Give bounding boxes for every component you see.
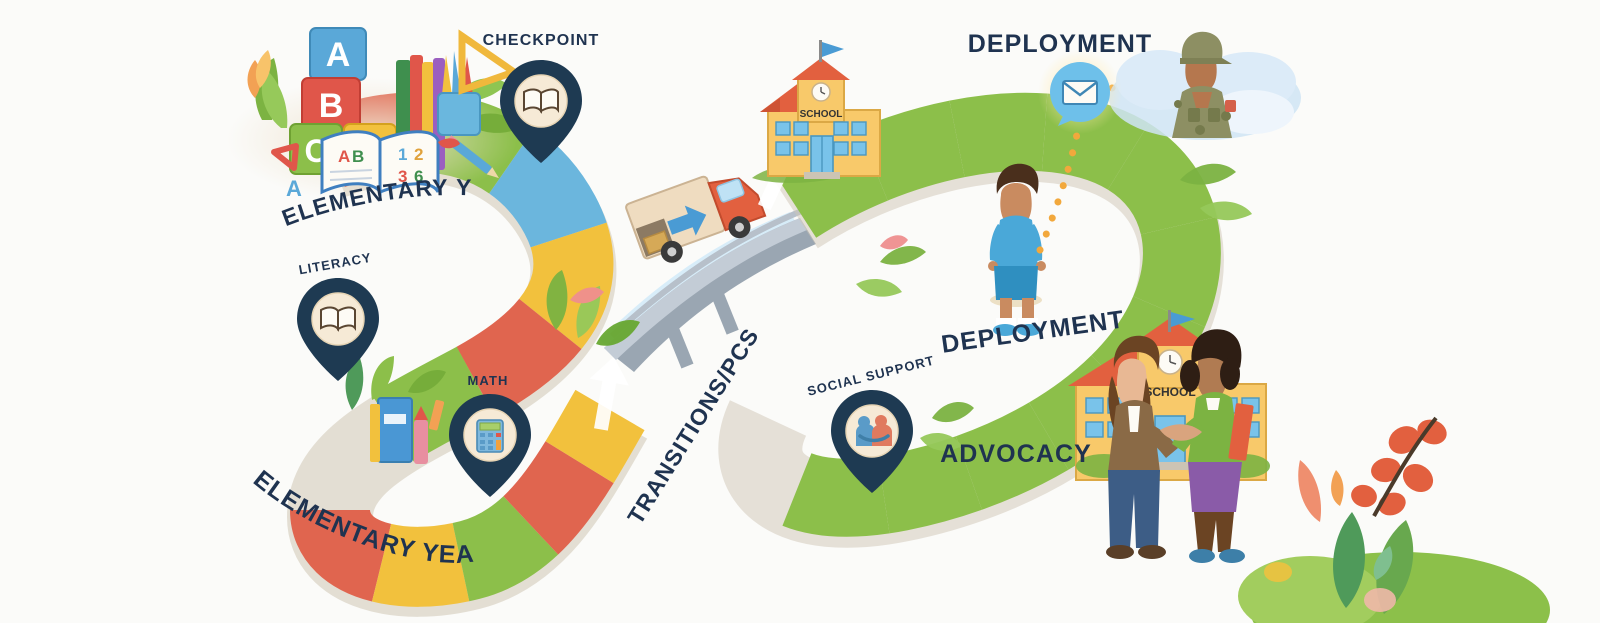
deployment-top-label: DEPLOYMENT [968, 30, 1153, 58]
open-book-ground: A B 1 2 3 6 [320, 130, 440, 198]
handshake-advocacy-scene: SCHOOL [1068, 310, 1270, 563]
pin-checkpoint[interactable]: CHECKPOINT [483, 32, 600, 163]
foliage-corner [1238, 416, 1550, 623]
school-left-text: SCHOOL [800, 109, 843, 120]
path-left-lower [287, 356, 648, 617]
open-book-icon [320, 306, 356, 332]
message-trail [1036, 68, 1204, 254]
svg-text:6: 6 [414, 167, 423, 186]
person-educator [1172, 329, 1254, 563]
school-right-text: SCHOOL [1144, 385, 1195, 399]
people-hugging-icon [856, 415, 892, 446]
envelope-bubble [1038, 50, 1122, 134]
pin-math[interactable]: MATH [449, 373, 531, 497]
svg-text:B: B [352, 147, 364, 166]
boy-on-path [988, 163, 1046, 336]
advocacy-label: ADVOCACY [940, 440, 1092, 468]
svg-text:A: A [338, 147, 350, 166]
svg-text:1: 1 [398, 145, 407, 164]
calculator-icon [476, 419, 504, 453]
foliage-accents [546, 163, 1252, 451]
bridge-and-water [600, 207, 816, 372]
school-supplies-small [345, 356, 446, 464]
svg-text:A: A [326, 36, 351, 74]
soldier-figure [1172, 31, 1236, 138]
open-book-icon [523, 88, 559, 114]
moving-truck [625, 175, 767, 263]
school-building-left: SCHOOL [752, 40, 881, 183]
svg-text:3: 3 [398, 167, 407, 186]
svg-text:2: 2 [414, 145, 423, 164]
checkpoint-label: CHECKPOINT [483, 32, 600, 49]
math-label: MATH [468, 373, 509, 388]
person-parent [1106, 335, 1178, 559]
school-supplies-scene: A B C C [227, 27, 522, 202]
svg-text:B: B [319, 87, 344, 125]
soldier-cloud-scene [1109, 31, 1301, 140]
svg-text:A: A [286, 176, 302, 201]
